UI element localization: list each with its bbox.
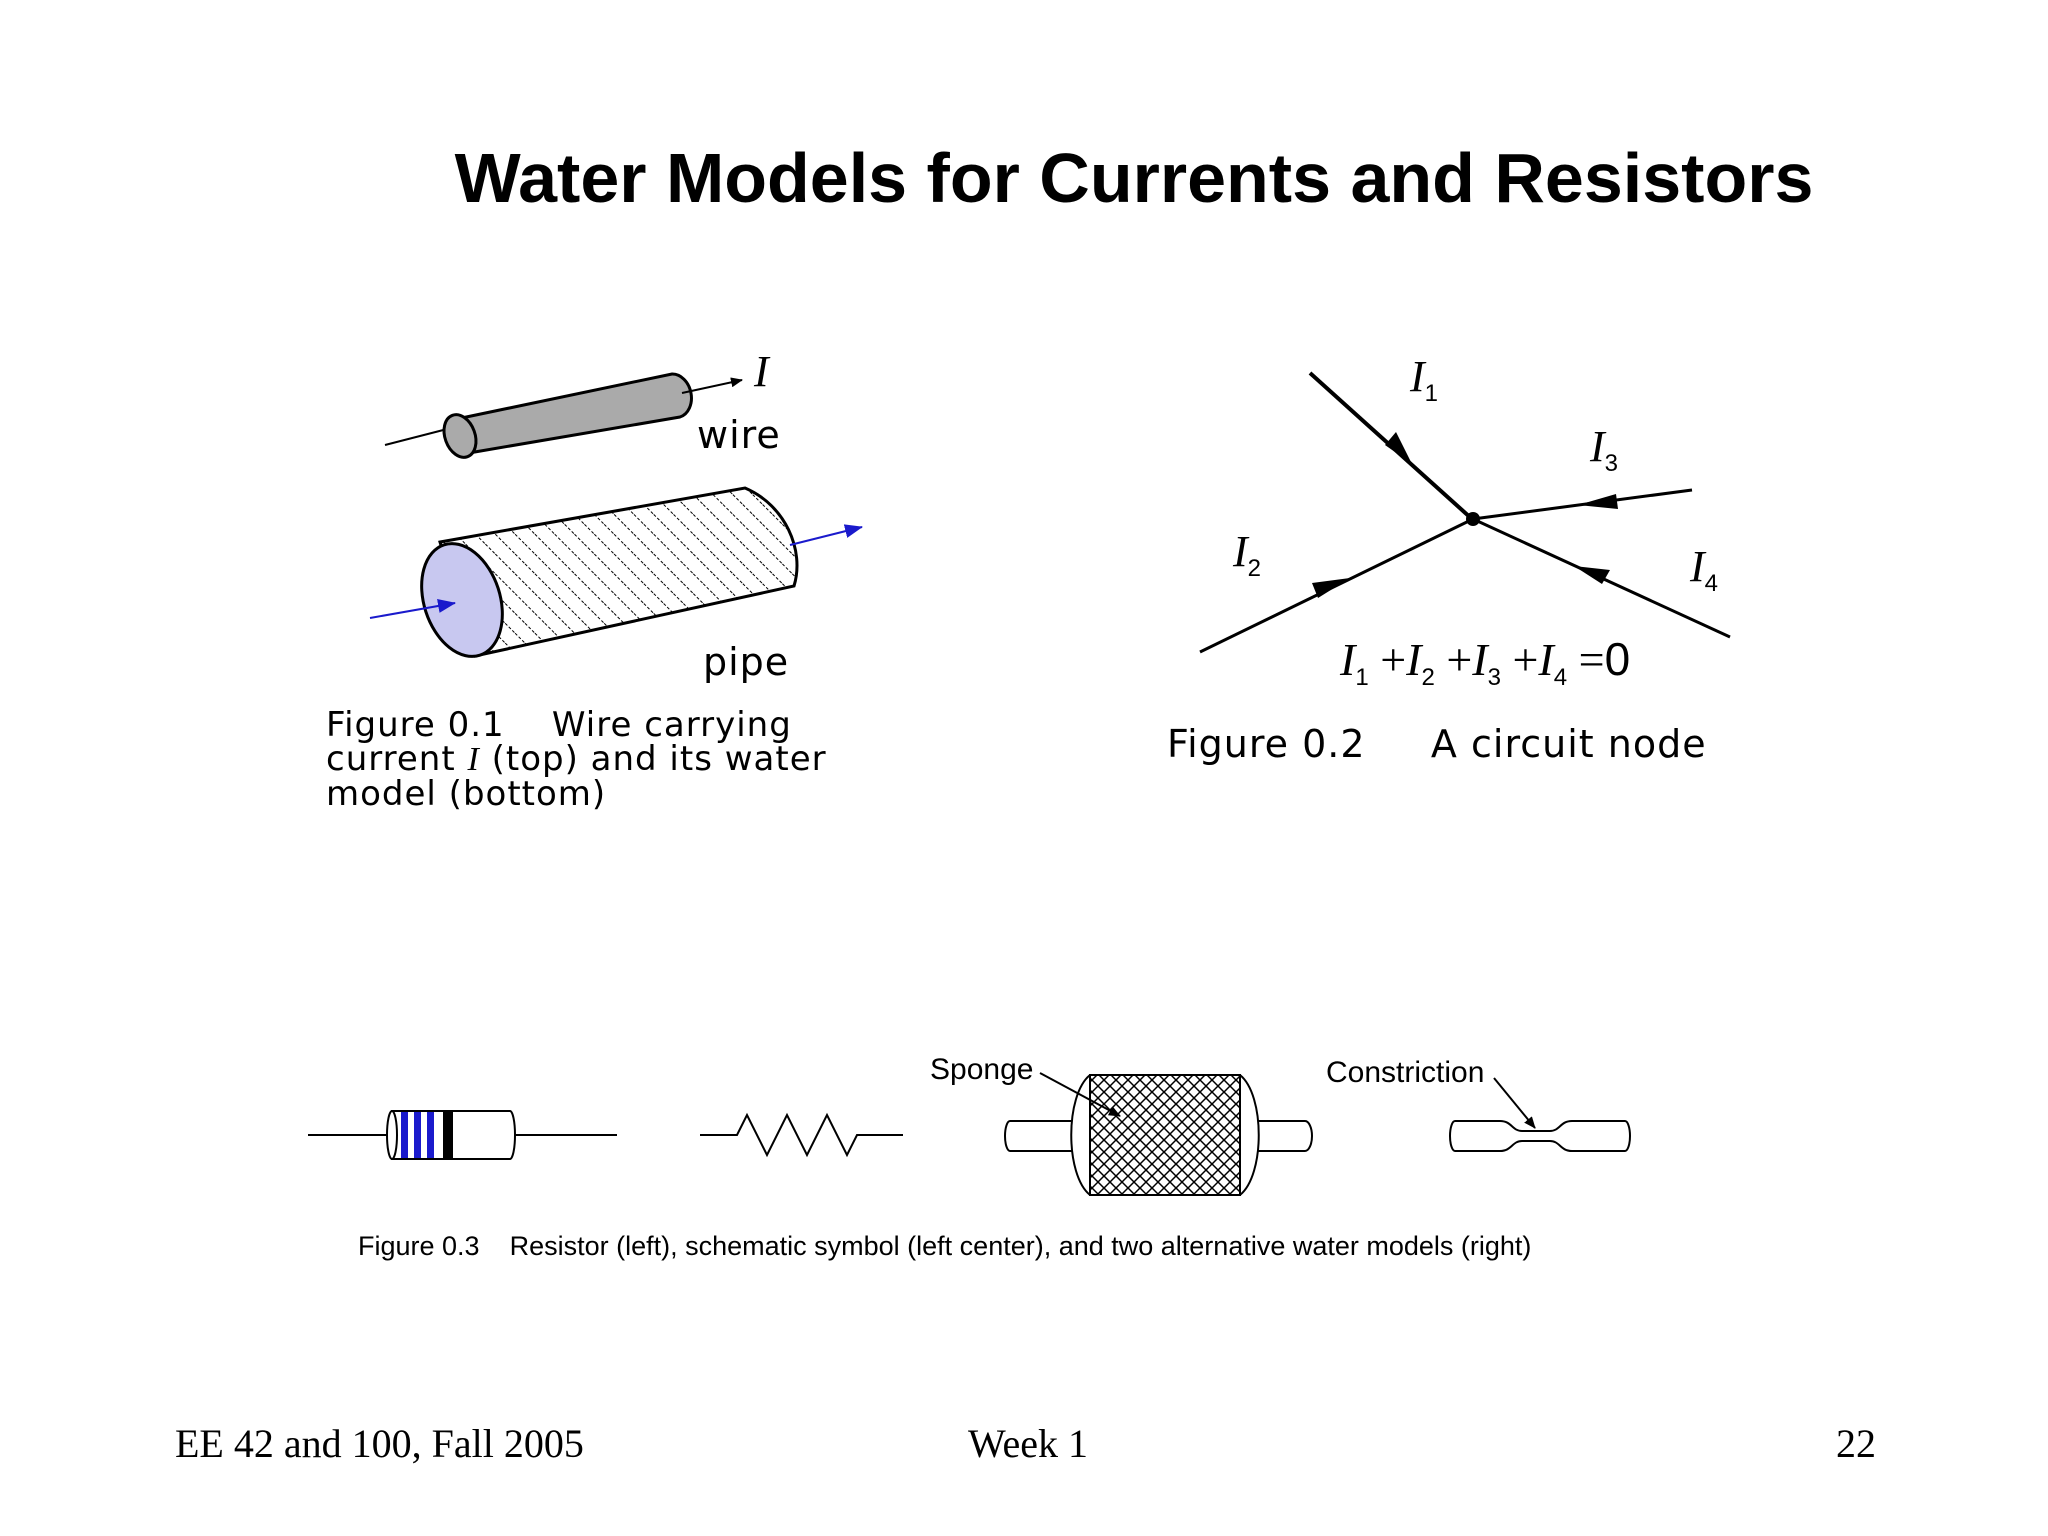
- wire-label: wire: [697, 413, 781, 457]
- figure-1-caption-line2-a: current: [326, 739, 456, 779]
- wire-current-label: I: [754, 347, 769, 396]
- eq-v1: I: [1340, 634, 1356, 685]
- pipe-drawing: [369, 486, 863, 658]
- current-label-i4-sub: 4: [1704, 570, 1719, 597]
- sponge-model-drawing: [1004, 1072, 1313, 1196]
- sponge-label: Sponge: [930, 1053, 1034, 1086]
- eq-s3: 3: [1487, 664, 1501, 691]
- figure-1-caption-line1: Figure 0.1 Wire carrying: [326, 705, 792, 745]
- eq-op3: +: [1512, 634, 1539, 685]
- figure-3-caption: Figure 0.3 Resistor (left), schematic sy…: [358, 1231, 1532, 1261]
- resistor-drawing: [308, 1110, 617, 1160]
- current-label-i2-sub: 2: [1247, 555, 1262, 582]
- eq-v2: I: [1406, 634, 1422, 685]
- figure-1-caption-line3: model (bottom): [326, 774, 607, 814]
- current-label-i1-sub: 1: [1424, 380, 1439, 407]
- eq-equals: =: [1578, 634, 1605, 685]
- current-label-i4: I4: [1690, 542, 1718, 596]
- footer-slide-number: 22: [1836, 1421, 1876, 1466]
- kirchhoff-equation: I1 +I2 +I3 +I4 =0: [1340, 633, 1631, 690]
- current-label-i2: I2: [1233, 527, 1261, 581]
- resistor-symbol-drawing: [700, 1112, 903, 1158]
- constriction-model-drawing: [1449, 1077, 1631, 1152]
- eq-s4: 4: [1553, 664, 1568, 691]
- current-label-i4-var: I: [1690, 542, 1705, 591]
- pipe-label: pipe: [703, 640, 790, 684]
- current-label-i3: I3: [1590, 422, 1618, 476]
- current-label-i2-var: I: [1233, 527, 1248, 576]
- eq-s2: 2: [1421, 664, 1435, 691]
- constriction-label: Constriction: [1326, 1056, 1485, 1089]
- eq-op2: +: [1446, 634, 1473, 685]
- wire-drawing: [384, 372, 743, 459]
- figure-1-caption-var: I: [467, 741, 480, 778]
- current-label-i1: I1: [1410, 352, 1438, 406]
- circuit-node-drawing: [1199, 371, 1731, 654]
- eq-s1: 1: [1355, 664, 1369, 691]
- eq-v4: I: [1538, 634, 1554, 685]
- figure-2-caption: Figure 0.2 A circuit node: [1167, 722, 1707, 766]
- current-label-i1-var: I: [1410, 352, 1425, 401]
- slide-title: Water Models for Currents and Resistors: [454, 139, 1814, 217]
- eq-op1: +: [1380, 634, 1407, 685]
- eq-v3: I: [1472, 634, 1488, 685]
- figure-1-caption-line2: current I (top) and its water: [326, 742, 827, 777]
- figure-1-caption-line2-b: (top) and its water: [491, 739, 827, 779]
- current-label-i3-sub: 3: [1604, 450, 1619, 477]
- current-label-i3-var: I: [1590, 422, 1605, 471]
- footer-course: EE 42 and 100, Fall 2005: [175, 1421, 584, 1466]
- figure-1-caption: Figure 0.1 Wire carrying current I (top)…: [326, 708, 827, 811]
- eq-rhs: 0: [1604, 633, 1631, 685]
- footer-week: Week 1: [968, 1421, 1089, 1466]
